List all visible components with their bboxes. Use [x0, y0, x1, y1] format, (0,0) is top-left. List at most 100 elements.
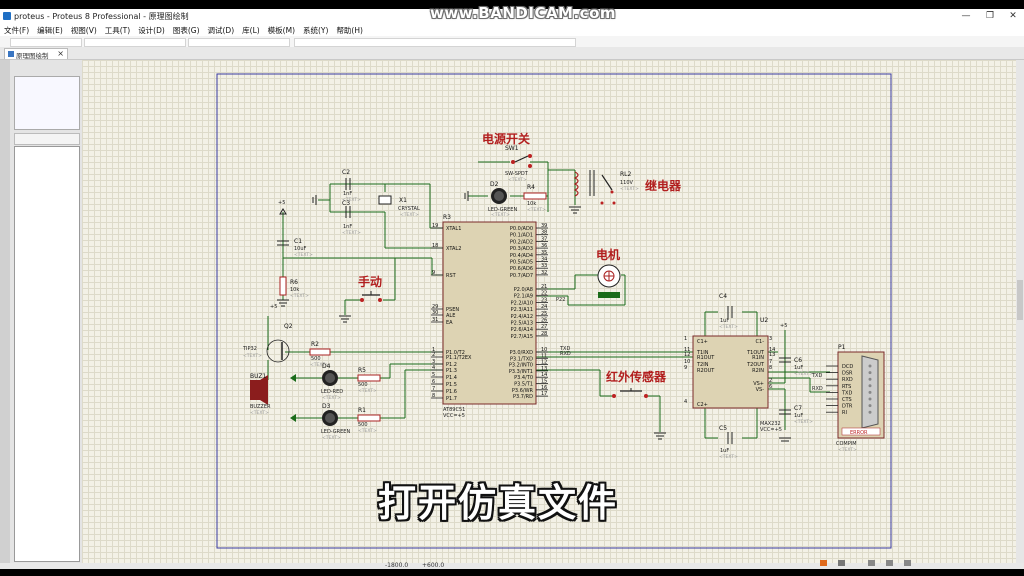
- app-icon: [3, 12, 11, 20]
- pin-name: DTR: [842, 404, 853, 410]
- pin-hole: [868, 390, 872, 394]
- minimize-button[interactable]: —: [961, 11, 971, 21]
- overview-window[interactable]: [14, 76, 80, 130]
- pin-name: P1.1/T2EX: [446, 355, 472, 361]
- mcu-right-pins: 39P0.0/AD038P0.1/AD137P0.2/AD236P0.3/AD3…: [509, 223, 548, 400]
- menu-view[interactable]: 视图(V): [70, 26, 97, 35]
- tab-schematic[interactable]: 原理图绘制 ×: [4, 48, 68, 60]
- tray-icon[interactable]: [886, 560, 893, 566]
- d3-type: LED-GREEN: [321, 429, 350, 435]
- pin-number: 32: [541, 270, 547, 276]
- r2-text: <TEXT>: [310, 362, 329, 368]
- tray-icon[interactable]: [838, 560, 845, 566]
- d3-text: <TEXT>: [322, 435, 341, 441]
- proteus-window: proteus - Proteus 8 Professional - 原理图绘制…: [0, 9, 1024, 569]
- scroll-thumb[interactable]: [1017, 280, 1023, 320]
- coord-y: +600.0: [422, 562, 445, 569]
- vertical-scrollbar[interactable]: [1016, 60, 1024, 563]
- toolbar-group[interactable]: [10, 38, 82, 47]
- r6-ref: R6: [290, 279, 298, 286]
- pin-hole: [868, 377, 872, 381]
- pin-number: 22: [541, 291, 547, 297]
- pin-name: P3.1/TXD: [510, 356, 533, 362]
- pin-number: 14: [769, 347, 775, 353]
- d4-text: <TEXT>: [322, 395, 341, 401]
- menu-library[interactable]: 库(L): [242, 26, 260, 35]
- close-icon[interactable]: ×: [57, 49, 64, 58]
- menu-edit[interactable]: 编辑(E): [37, 26, 63, 35]
- pin-name: ALE: [446, 313, 455, 319]
- r4-resistor: R4 10k <TEXT>: [523, 184, 547, 213]
- c3-value: 1nF: [343, 224, 352, 230]
- toolbar-group[interactable]: [188, 38, 290, 47]
- max232-chip: [692, 335, 769, 409]
- p1-text: <TEXT>: [838, 447, 857, 453]
- tray-icon[interactable]: [820, 560, 827, 566]
- menu-template[interactable]: 模板(M): [267, 26, 295, 35]
- pin-name: P0.3/AD3: [510, 246, 533, 252]
- buz1-type: BUZZER: [250, 404, 271, 410]
- pin-name: T2IN: [696, 362, 709, 368]
- pin-name: XTAL1: [446, 226, 461, 232]
- pin-name: P3.7/RD: [513, 394, 533, 400]
- pin-number: 23: [541, 297, 547, 303]
- document-tabs: 原理图绘制 ×: [0, 47, 1024, 60]
- toolbar-group[interactable]: [84, 38, 186, 47]
- device-list[interactable]: [14, 146, 80, 562]
- pin-name: P1.6: [446, 389, 457, 395]
- tray-icon[interactable]: [904, 560, 911, 566]
- ground-arrow-icon: [290, 414, 296, 422]
- pin-name: C1-: [756, 339, 765, 345]
- pin-hole: [868, 371, 872, 375]
- pin-name: P3.6/WR: [512, 388, 534, 394]
- close-button[interactable]: ✕: [1009, 11, 1017, 21]
- c4-ref: C4: [719, 293, 727, 300]
- menu-system[interactable]: 系统(Y): [303, 26, 329, 35]
- device-selector-header[interactable]: [14, 133, 80, 145]
- tray-icon[interactable]: [868, 560, 875, 566]
- switch-terminal: [528, 154, 532, 158]
- r2-resistor: [309, 348, 331, 356]
- mode-toolbar[interactable]: [0, 60, 10, 563]
- ground-symbol: [654, 432, 666, 440]
- menu-help[interactable]: 帮助(H): [336, 26, 363, 35]
- pin-name: P1.3: [446, 368, 457, 374]
- pin-name: P3.4/T0: [514, 375, 533, 381]
- pin-number: 27: [541, 324, 547, 330]
- c4-value: 1uF: [720, 318, 729, 324]
- menu-debug[interactable]: 调试(D): [207, 26, 235, 35]
- menu-tools[interactable]: 工具(T): [104, 26, 131, 35]
- pin-number: 5: [432, 372, 435, 378]
- pin-number: 14: [541, 372, 547, 378]
- pin-name: P2.2/A10: [511, 300, 533, 306]
- pin-hole: [868, 410, 872, 414]
- window-title: proteus - Proteus 8 Professional - 原理图绘制: [14, 12, 189, 21]
- d4-type: LED-RED: [321, 389, 343, 395]
- schematic-canvas[interactable]: [82, 60, 1016, 563]
- pin-name: P0.1/AD1: [510, 233, 533, 239]
- c1-text: <TEXT>: [294, 252, 313, 258]
- c2-ref: C2: [342, 169, 350, 176]
- ground-symbol: [464, 191, 469, 201]
- toolbar-group[interactable]: [294, 38, 576, 47]
- menu-file[interactable]: 文件(F): [4, 26, 30, 35]
- pin-name: P0.0/AD0: [510, 226, 533, 232]
- q2-transistor: [266, 339, 290, 363]
- c5-ref: C5: [719, 425, 727, 432]
- video-subtitle: 打开仿真文件: [378, 481, 619, 525]
- pin-number: 8: [432, 393, 435, 399]
- pin-number: 37: [541, 236, 547, 242]
- pin-number: 16: [541, 385, 547, 391]
- pin-number: 21: [541, 284, 547, 290]
- restore-button[interactable]: ❐: [985, 11, 995, 21]
- pin-name: PSEN: [446, 307, 459, 313]
- max232-ref: U2: [760, 317, 768, 324]
- r4-value: 10k: [527, 201, 536, 207]
- menu-design[interactable]: 设计(D): [138, 26, 165, 35]
- pin-name: XTAL2: [446, 246, 461, 252]
- menu-graph[interactable]: 图表(G): [172, 26, 200, 35]
- annotation-ir-sensor: 红外传感器: [606, 369, 667, 384]
- left-panel: [0, 60, 82, 563]
- pin-name: RI: [842, 410, 847, 416]
